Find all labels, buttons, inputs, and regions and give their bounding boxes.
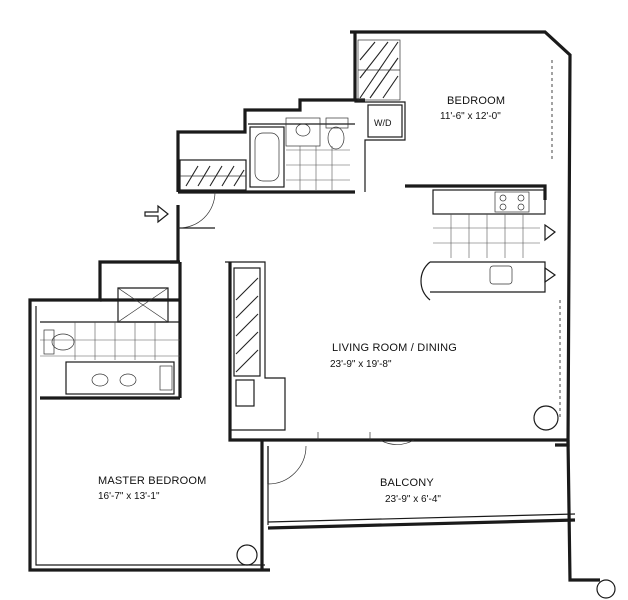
bedroom-dims: 11'-6" x 12'-0" (440, 111, 501, 122)
bedroom-label: BEDROOM (447, 95, 505, 107)
balcony-dims: 23'-9" x 6'-4" (385, 494, 441, 505)
bathroom-top (249, 117, 350, 190)
column-master (236, 544, 258, 566)
balcony-label: BALCONY (380, 477, 434, 489)
interior-walls (40, 38, 406, 442)
master-dims: 16'-7" x 13'-1" (98, 491, 160, 502)
entry (144, 191, 216, 229)
living-dims: 23'-9" x 19'-8" (330, 359, 392, 370)
balcony-door (267, 432, 415, 485)
washer-dryer-label: W/D (374, 118, 392, 128)
closet-hall (179, 159, 247, 191)
column-balcony (596, 579, 616, 599)
entry-arrow-icon (144, 204, 169, 224)
kitchen (420, 189, 557, 301)
exterior-walls (28, 30, 600, 582)
bathroom-master (40, 287, 180, 395)
master-label: MASTER BEDROOM (98, 475, 207, 487)
living-label: LIVING ROOM / DINING (332, 342, 457, 354)
closet-living (233, 267, 261, 407)
column-living (533, 405, 559, 431)
closet-bedroom (357, 39, 401, 101)
washer-dryer: W/D (367, 104, 403, 138)
